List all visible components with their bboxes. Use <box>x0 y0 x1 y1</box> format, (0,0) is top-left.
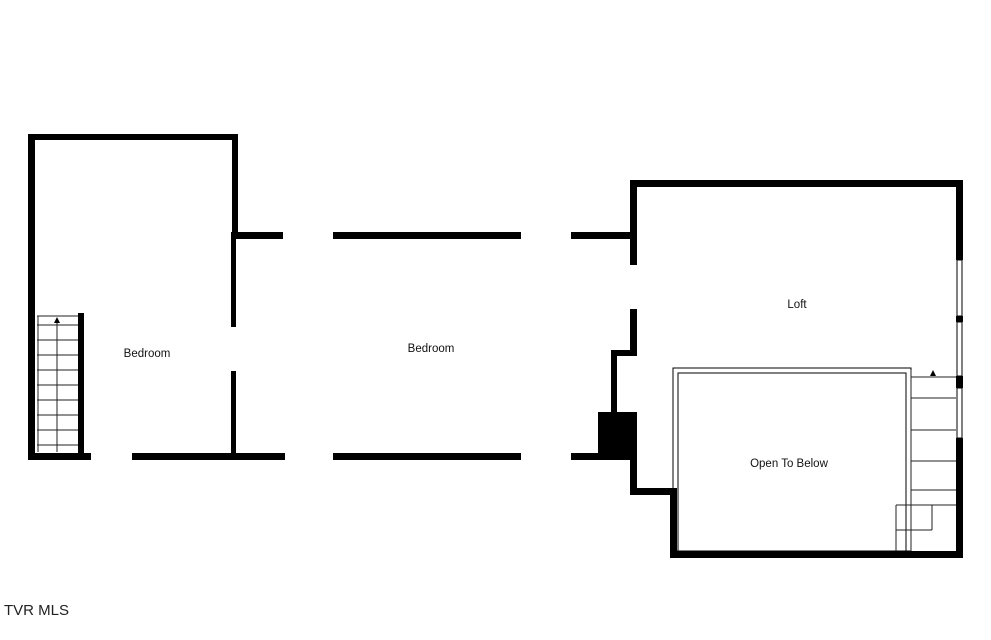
room-label-bedroom-center: Bedroom <box>408 343 455 355</box>
left-staircase <box>37 315 78 452</box>
mls-watermark: TVR MLS <box>4 602 70 619</box>
open-to-below-walls <box>670 367 963 558</box>
stair-up-arrow-icon <box>54 317 60 323</box>
left-bedroom-walls <box>28 134 285 460</box>
stair-up-arrow-icon <box>930 370 936 376</box>
loft-windows <box>956 259 963 439</box>
room-label-loft: Loft <box>787 299 807 311</box>
room-label-open-to-below: Open To Below <box>750 458 828 470</box>
loft-walls <box>611 180 963 558</box>
right-staircase <box>895 370 956 551</box>
room-label-bedroom-left: Bedroom <box>124 348 171 360</box>
